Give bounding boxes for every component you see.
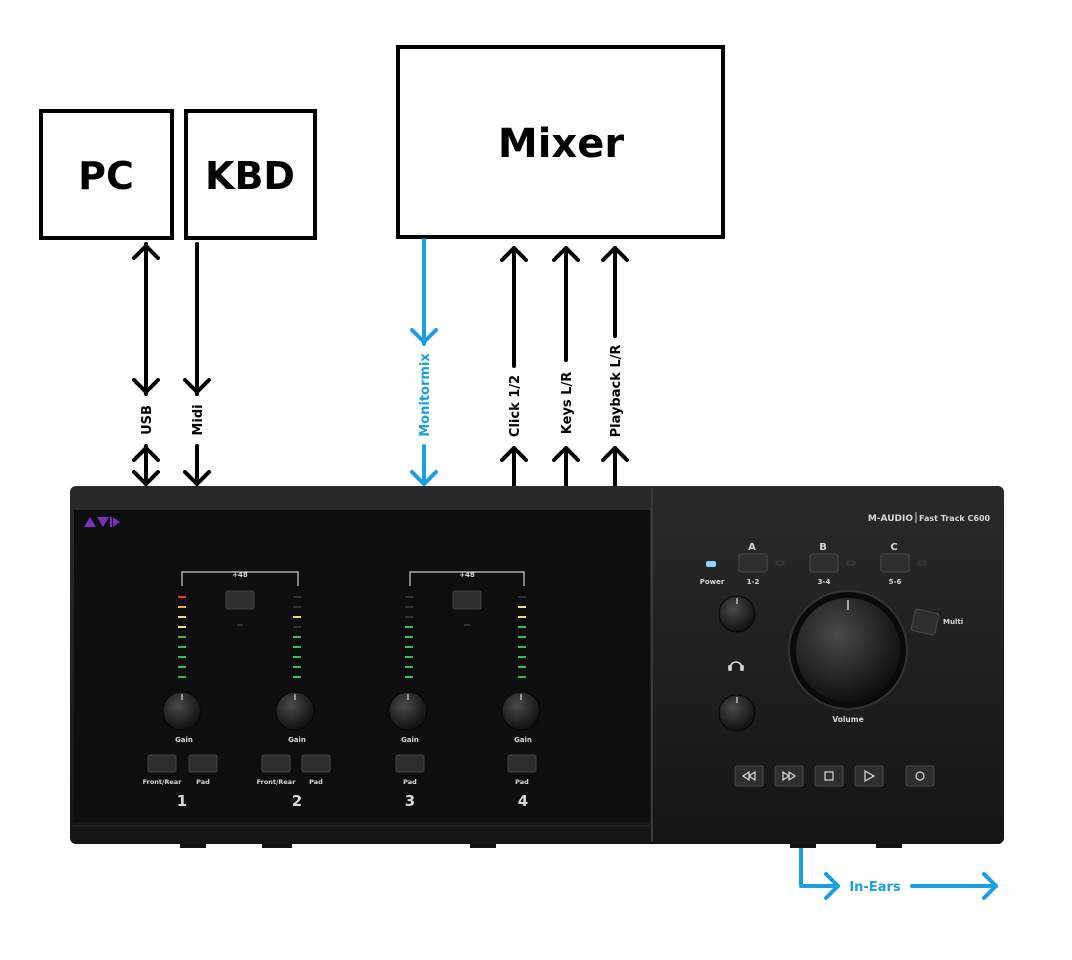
monitormix-connection [410,238,438,486]
meter-4 [518,596,526,678]
pad-label-4: Pad [515,778,529,786]
mixer-label: Mixer [498,121,624,167]
channel-number-4: 4 [518,792,528,810]
headphone-knob[interactable] [718,694,756,732]
button-a-range: 1-2 [747,578,760,586]
button-c-letter: C [890,542,897,553]
output-button-c[interactable] [880,553,910,573]
usb-connection [132,242,160,486]
meter-2 [293,596,301,678]
pad-label-1: Pad [196,778,210,786]
channel-number-3: 3 [405,792,415,810]
meter-1 [178,596,186,678]
multi-button[interactable] [910,608,940,636]
headphone-icon [728,661,744,671]
gain-label-3: Gain [401,736,419,744]
avid-logo [84,517,120,527]
output-button-b[interactable] [809,553,839,573]
meter-3 [405,596,413,678]
power-label: Power [700,578,725,586]
front-rear-button-2[interactable] [261,754,291,773]
monitor-knob[interactable] [718,595,756,633]
gain-label-1: Gain [175,736,193,744]
phantom-label-b: +48 [459,571,475,579]
volume-label: Volume [832,715,863,724]
audio-interface: M-AUDIO Fast Track C600 +48 +48 [70,486,1004,848]
pad-label-2: Pad [309,778,323,786]
pad-label-3: Pad [403,778,417,786]
in-ears-connection [799,846,998,900]
stop-button[interactable] [814,765,844,787]
fast-forward-icon [782,770,797,782]
midi-label: Midi [191,404,206,435]
pad-button-3[interactable] [395,754,425,773]
rewind-button[interactable] [734,765,764,787]
model-text: Fast Track C600 [919,514,991,523]
midi-connection [183,242,211,486]
pc-label: PC [78,154,134,198]
record-icon [915,771,925,781]
fast-forward-button[interactable] [774,765,804,787]
gain-knob-2[interactable] [275,691,315,731]
front-rear-label-2: Front/Rear [257,778,297,786]
kbd-label: KBD [205,154,295,198]
playback-connection [601,246,629,488]
button-b-range: 3-4 [818,578,831,586]
kbd-box: KBD [184,109,317,240]
pad-button-4[interactable] [507,754,537,773]
phantom-button-1-2[interactable] [225,590,255,610]
front-rear-label-1: Front/Rear [143,778,183,786]
play-button[interactable] [854,765,884,787]
channel-number-2: 2 [292,792,302,810]
in-ears-label: In-Ears [849,880,901,895]
volume-knob[interactable] [788,590,908,710]
keys-label: Keys L/R [560,372,575,434]
gain-label-2: Gain [288,736,306,744]
button-b-letter: B [819,542,827,553]
play-icon [864,769,876,783]
front-rear-button-1[interactable] [147,754,177,773]
usb-label: USB [140,405,155,435]
output-button-a[interactable] [738,553,768,573]
record-button[interactable] [905,765,935,787]
gain-knob-4[interactable] [501,691,541,731]
gain-label-4: Gain [514,736,532,744]
button-c-range: 5-6 [889,578,902,586]
power-led [706,561,716,567]
button-a-letter: A [748,542,756,553]
pc-box: PC [39,109,174,240]
playback-label: Playback L/R [609,345,624,438]
phantom-button-3-4[interactable] [452,590,482,610]
gain-knob-1[interactable] [162,691,202,731]
keys-connection [552,246,580,488]
rewind-icon [741,770,756,782]
monitormix-label: Monitormix [418,353,433,437]
pad-button-1[interactable] [188,754,218,773]
brand-text: M-AUDIO [868,514,914,524]
stop-icon [824,771,834,781]
phantom-label-a: +48 [232,571,248,579]
click-label: Click 1/2 [508,375,523,437]
channel-number-1: 1 [177,792,187,810]
click-connection [500,246,528,488]
pad-button-2[interactable] [301,754,331,773]
gain-knob-3[interactable] [388,691,428,731]
multi-label: Multi [943,618,963,626]
mixer-box: Mixer [396,45,725,239]
